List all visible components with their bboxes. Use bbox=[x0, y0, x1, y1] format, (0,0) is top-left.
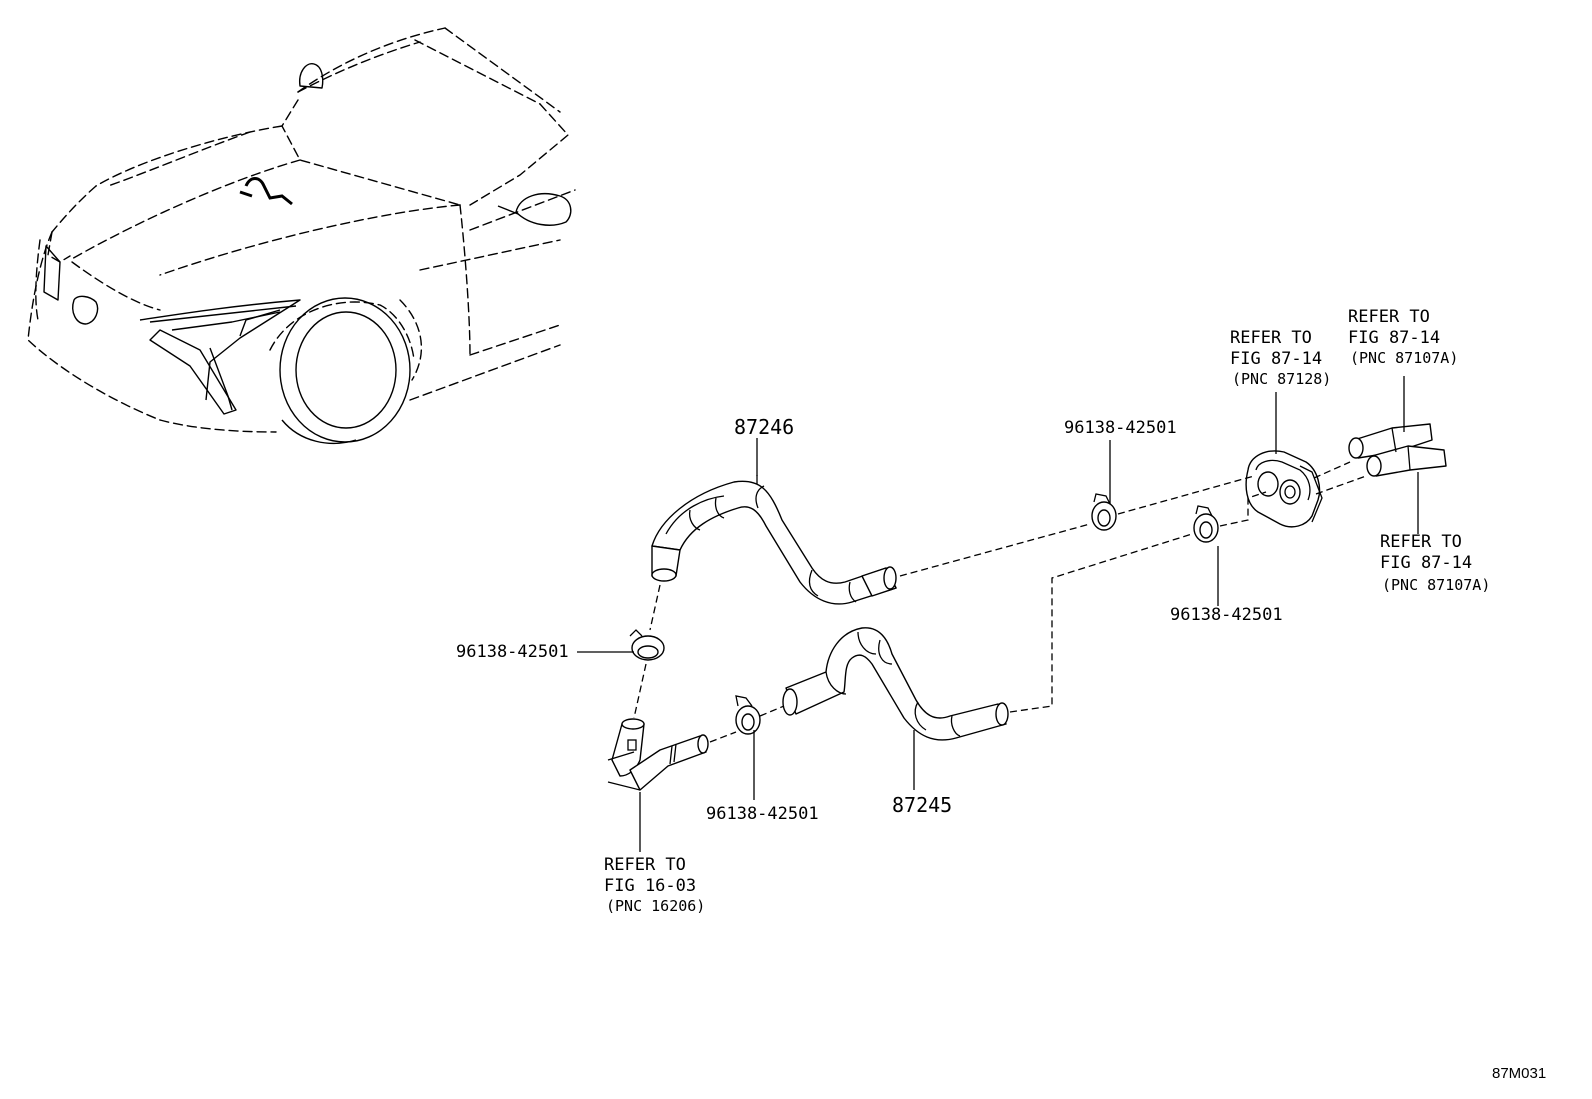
heater-pipes bbox=[1348, 423, 1447, 477]
connection-lines bbox=[633, 461, 1367, 743]
label-87245: 87245 bbox=[892, 793, 952, 817]
label-clamp-lower-mid: 96138-42501 bbox=[706, 804, 819, 824]
hose-87246 bbox=[651, 475, 897, 605]
ref-valve-line3: (PNC 87128) bbox=[1232, 370, 1331, 388]
leader-lines bbox=[577, 376, 1419, 852]
label-clamp-right: 96138-42501 bbox=[1170, 605, 1283, 625]
ref-pipe-upper-line2: FIG 87-14 bbox=[1348, 328, 1440, 348]
figure-id: 87M031 bbox=[1492, 1065, 1546, 1082]
car-outline-illustration bbox=[27, 27, 576, 445]
ref-pipe-lower-line3: (PNC 87107A) bbox=[1382, 576, 1490, 594]
engine-pipes bbox=[607, 718, 709, 791]
clamp-left bbox=[629, 629, 665, 661]
ref-valve-line1: REFER TO bbox=[1230, 328, 1312, 348]
water-valve-grommet bbox=[1245, 450, 1323, 528]
ref-valve-line2: FIG 87-14 bbox=[1230, 349, 1322, 369]
ref-pipe-lower-line1: REFER TO bbox=[1380, 532, 1462, 552]
clamp-right bbox=[1193, 505, 1219, 543]
label-clamp-left: 96138-42501 bbox=[456, 642, 569, 662]
clamp-lower-mid bbox=[735, 695, 761, 735]
label-clamp-upper-right: 96138-42501 bbox=[1064, 418, 1177, 438]
ref-pipe-upper-line3: (PNC 87107A) bbox=[1350, 349, 1458, 367]
hose-87245 bbox=[782, 627, 1009, 741]
ref-pipe-lower-line2: FIG 87-14 bbox=[1380, 553, 1472, 573]
ref-pipe-upper-line1: REFER TO bbox=[1348, 307, 1430, 327]
ref-engine-line1: REFER TO bbox=[604, 855, 686, 875]
ref-engine-line2: FIG 16-03 bbox=[604, 876, 696, 896]
clamp-upper-right bbox=[1091, 493, 1117, 531]
ref-engine-line3: (PNC 16206) bbox=[606, 897, 705, 915]
label-87246: 87246 bbox=[734, 415, 794, 439]
